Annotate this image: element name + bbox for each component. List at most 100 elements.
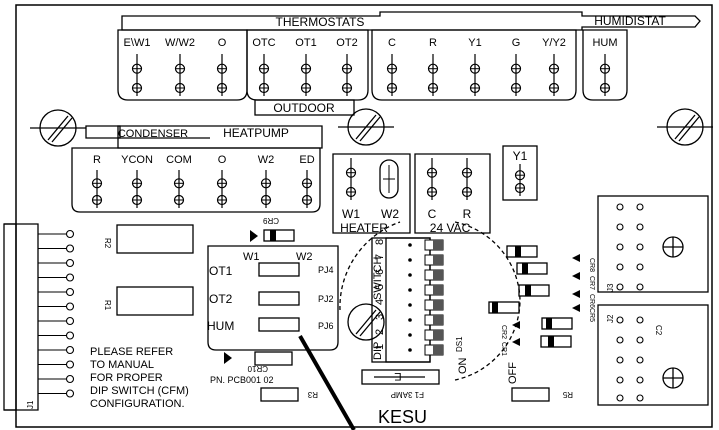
note-line-2: TO MANUAL bbox=[90, 359, 154, 371]
note-line-5: CONFIGURATION. bbox=[90, 398, 185, 410]
connector-pin bbox=[636, 263, 644, 271]
r1-label: R1 bbox=[103, 300, 112, 311]
connector-pin bbox=[616, 223, 624, 231]
terminal-screw-icon bbox=[469, 54, 481, 96]
j1-pin bbox=[65, 229, 75, 239]
terminal-screw-icon bbox=[510, 54, 522, 96]
dip-number: 4 bbox=[374, 299, 386, 305]
dip-toggle-fill bbox=[433, 345, 443, 355]
terminal-screw-icon bbox=[599, 54, 611, 96]
wire-w1-label: W1 bbox=[243, 251, 260, 263]
off-label: OFF bbox=[507, 362, 519, 384]
c2-label: C2 bbox=[654, 325, 663, 336]
terminal-screw-icon bbox=[427, 54, 439, 96]
vac-r-label: R bbox=[463, 207, 472, 221]
dip-pin bbox=[408, 258, 412, 262]
diode-label: CR7 bbox=[588, 276, 595, 290]
fuse-label: F1 3AMP bbox=[391, 390, 424, 399]
note-line-3: FOR PROPER bbox=[90, 372, 163, 384]
thermostat-terminal-label: C bbox=[388, 37, 396, 49]
terminal-screw-icon bbox=[91, 170, 103, 208]
diode-label: CR2 bbox=[500, 325, 507, 339]
vac-c-label: C bbox=[428, 207, 437, 221]
jumper-hum-label: HUM bbox=[207, 319, 234, 333]
switch-label: SWITCH bbox=[372, 257, 384, 300]
diode-label: CR8 bbox=[588, 258, 595, 272]
heater-label: HEATER bbox=[340, 221, 388, 235]
connector-pin bbox=[616, 316, 624, 324]
part-number: PN. PCB001 02 bbox=[210, 375, 274, 385]
connector-pin bbox=[636, 223, 644, 231]
j3-label: J3 bbox=[606, 283, 615, 292]
terminal-screw-icon bbox=[258, 54, 270, 96]
humidistat-header: HUMIDISTAT bbox=[594, 14, 666, 28]
heater-w1-label: W1 bbox=[342, 207, 360, 221]
dip-toggle-fill bbox=[433, 255, 443, 265]
dip-pin bbox=[408, 243, 412, 247]
j1-pin bbox=[65, 273, 75, 282]
dip-toggle-fill bbox=[433, 270, 443, 280]
terminal-screw-icon bbox=[300, 54, 312, 96]
terminal-screw-icon bbox=[301, 170, 313, 208]
dip-number: 8 bbox=[374, 239, 386, 245]
j1-pin bbox=[65, 331, 75, 340]
diode-label: CR5 bbox=[588, 308, 595, 322]
dip-pin bbox=[408, 273, 412, 277]
connector-pin bbox=[636, 356, 644, 364]
pj6-label: PJ6 bbox=[318, 321, 334, 331]
thermostat-terminal-label: W/W2 bbox=[165, 37, 195, 49]
connector-pin bbox=[636, 376, 644, 384]
thermostat-terminal-label: Y/Y2 bbox=[542, 37, 566, 49]
j1-pin bbox=[65, 360, 75, 369]
connector-pin bbox=[636, 394, 644, 402]
thermostat-terminal-label: OT1 bbox=[295, 37, 316, 49]
dip-pin bbox=[408, 333, 412, 337]
j1-pin bbox=[65, 244, 75, 253]
heatpump-label: HEATPUMP bbox=[223, 126, 289, 140]
connector-pin bbox=[616, 203, 624, 211]
dip-number: 5 bbox=[374, 284, 386, 290]
dip-number: 6 bbox=[374, 269, 386, 275]
heatpump-terminal-label: YCON bbox=[121, 154, 153, 166]
connector-pin bbox=[616, 394, 624, 402]
terminal-screw-icon bbox=[173, 170, 185, 208]
j1-pin bbox=[65, 345, 75, 355]
terminal-screw-icon bbox=[216, 54, 228, 96]
thermostats-header: THERMOSTATS bbox=[276, 15, 365, 29]
thermostat-terminal-label: G bbox=[512, 37, 521, 49]
dip-number: 2 bbox=[374, 329, 386, 335]
terminal-screw-icon bbox=[548, 54, 560, 96]
j1-pin bbox=[65, 287, 75, 297]
thermostat-terminal-label: R bbox=[429, 37, 437, 49]
connector-pin bbox=[636, 283, 644, 291]
terminal-screw-icon bbox=[216, 170, 228, 208]
connector-pin bbox=[616, 263, 624, 271]
thermostat-terminal-label: O bbox=[218, 37, 227, 49]
dip-pin bbox=[408, 303, 412, 307]
dip-pin bbox=[408, 288, 412, 292]
j1-pin bbox=[65, 374, 75, 384]
wire-w2-label: W2 bbox=[296, 251, 313, 263]
dip-toggle-fill bbox=[433, 285, 443, 295]
thermostat-terminal-label: OT2 bbox=[336, 37, 357, 49]
jumper-ot2-label: OT2 bbox=[209, 292, 233, 306]
pointer-line bbox=[298, 335, 356, 430]
diode-label: CR1 bbox=[500, 342, 507, 356]
j1-pin bbox=[65, 302, 75, 311]
connector-pin bbox=[616, 336, 624, 344]
terminal-screw-icon bbox=[341, 54, 353, 96]
note-line-1: PLEASE REFER bbox=[90, 346, 173, 358]
r2-label: R2 bbox=[103, 238, 112, 249]
kesu-annotation: KESU bbox=[378, 407, 427, 427]
on-label: ON bbox=[457, 357, 469, 374]
dip-toggle-fill bbox=[433, 240, 443, 250]
connector-pin bbox=[616, 243, 624, 251]
heatpump-terminal-label: COM bbox=[166, 154, 192, 166]
terminal-screw-icon bbox=[345, 158, 357, 200]
pj2-label: PJ2 bbox=[318, 294, 334, 304]
dip-toggle-fill bbox=[433, 330, 443, 340]
connector-pin bbox=[636, 243, 644, 251]
dip-number: 7 bbox=[374, 254, 386, 260]
terminal-screw-icon bbox=[386, 54, 398, 96]
